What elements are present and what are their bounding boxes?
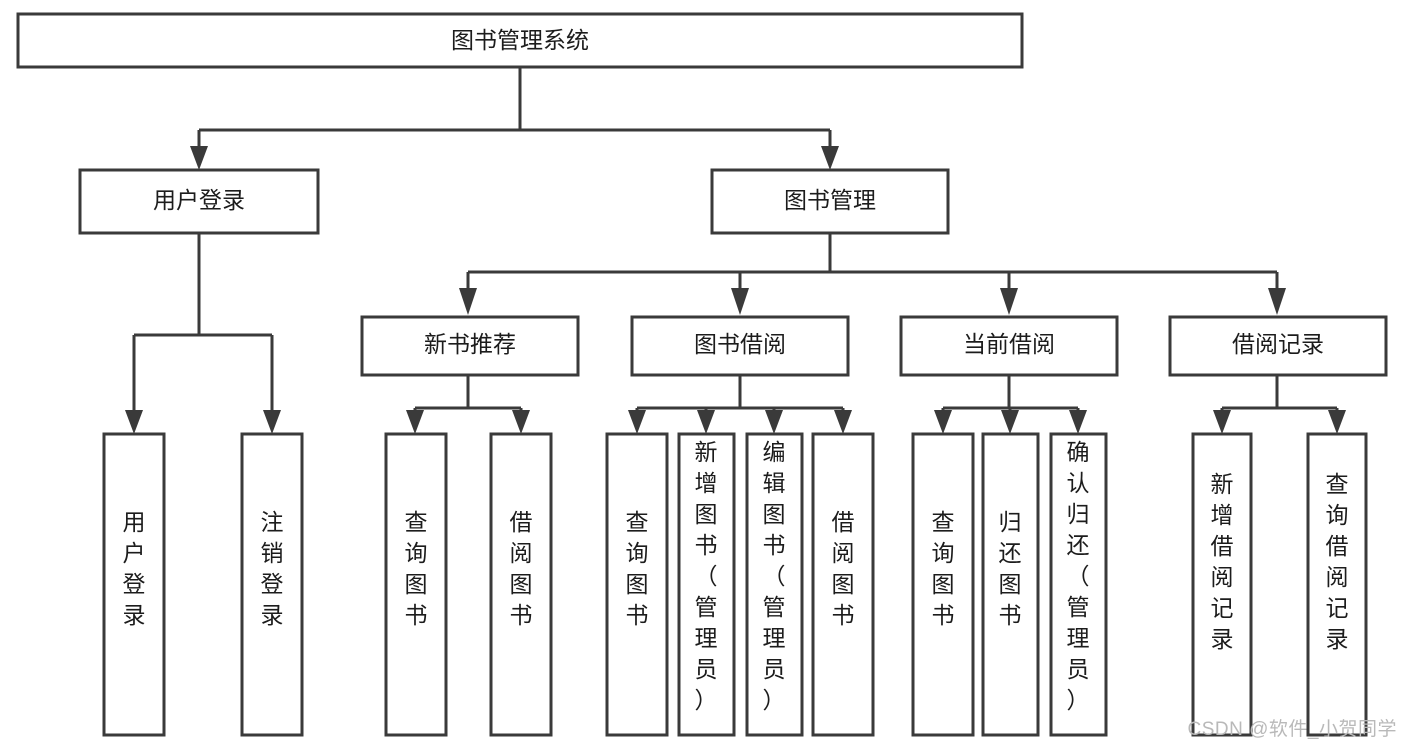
node-leaf-user-login-box[interactable] <box>102 432 166 737</box>
node-leaf-query-book-1[interactable]: 查询图书 <box>384 432 448 737</box>
node-leaf-confirm-return-label: 确认归还（管理员） <box>1067 439 1090 713</box>
node-leaf-query-book-3-label: 查询图书 <box>932 509 955 628</box>
node-leaf-confirm-return[interactable]: 确认归还（管理员） <box>1049 432 1108 737</box>
arrowhead-leaf-confirm-return <box>1069 410 1087 434</box>
node-book-management-box[interactable] <box>710 168 950 235</box>
connector-layer <box>125 67 1346 434</box>
node-leaf-confirm-return-box[interactable] <box>1049 432 1108 737</box>
arrowhead-book-borrow <box>731 288 749 315</box>
arrowhead-leaf-edit-book <box>765 410 783 434</box>
node-leaf-user-logout-box[interactable] <box>240 432 304 737</box>
node-leaf-add-record[interactable]: 新增借阅记录 <box>1191 432 1253 737</box>
node-new-book-recommend[interactable]: 新书推荐 <box>360 315 580 377</box>
arrowhead-leaf-query-record <box>1328 410 1346 434</box>
node-leaf-add-book-box[interactable] <box>677 432 736 737</box>
node-book-management[interactable]: 图书管理 <box>710 168 950 235</box>
node-leaf-query-book-2-box[interactable] <box>605 432 669 737</box>
arrowhead-leaf-query-book-2 <box>628 410 646 434</box>
arrowhead-leaf-query-book-3 <box>934 410 952 434</box>
node-leaf-borrow-book-2[interactable]: 借阅图书 <box>811 432 875 737</box>
arrowhead-borrow-record <box>1268 288 1286 315</box>
arrowhead-current-borrow <box>1000 288 1018 315</box>
node-leaf-borrow-book-1[interactable]: 借阅图书 <box>489 432 553 737</box>
arrowhead-leaf-user-login <box>125 410 143 434</box>
node-leaf-query-book-1-label: 查询图书 <box>405 509 428 628</box>
arrowhead-book-management <box>821 146 839 170</box>
node-leaf-edit-book-label: 编辑图书（管理员） <box>763 439 786 713</box>
arrowhead-leaf-borrow-book-1 <box>512 410 530 434</box>
node-leaf-borrow-book-2-label: 借阅图书 <box>832 509 855 628</box>
node-leaf-borrow-book-2-box[interactable] <box>811 432 875 737</box>
node-leaf-query-record[interactable]: 查询借阅记录 <box>1306 432 1368 737</box>
node-leaf-borrow-book-1-label: 借阅图书 <box>510 509 533 628</box>
arrowhead-leaf-query-book-1 <box>406 410 424 434</box>
node-user-login-box[interactable] <box>78 168 320 235</box>
node-leaf-user-login-label: 用户登录 <box>123 509 146 628</box>
node-leaf-return-book-box[interactable] <box>981 432 1040 737</box>
node-root-label: 图书管理系统 <box>451 27 589 53</box>
node-leaf-add-record-box[interactable] <box>1191 432 1253 737</box>
node-book-borrow-label: 图书借阅 <box>694 331 786 357</box>
node-leaf-user-logout-label: 注销登录 <box>261 509 284 628</box>
node-user-login[interactable]: 用户登录 <box>78 168 320 235</box>
node-leaf-query-record-label: 查询借阅记录 <box>1326 471 1349 652</box>
node-leaf-return-book[interactable]: 归还图书 <box>981 432 1040 737</box>
node-leaf-user-logout[interactable]: 注销登录 <box>240 432 304 737</box>
node-leaf-edit-book-box[interactable] <box>745 432 804 737</box>
node-user-login-label: 用户登录 <box>153 187 245 213</box>
node-new-book-recommend-label: 新书推荐 <box>424 331 516 357</box>
node-leaf-query-book-1-box[interactable] <box>384 432 448 737</box>
node-current-borrow-box[interactable] <box>899 315 1119 377</box>
node-leaf-user-login[interactable]: 用户登录 <box>102 432 166 737</box>
node-leaf-edit-book[interactable]: 编辑图书（管理员） <box>745 432 804 737</box>
arrowhead-leaf-borrow-book-2 <box>834 410 852 434</box>
arrowhead-user-login <box>190 146 208 170</box>
node-leaf-query-book-3[interactable]: 查询图书 <box>911 432 975 737</box>
arrowhead-leaf-add-book <box>697 410 715 434</box>
arrowhead-leaf-add-record <box>1213 410 1231 434</box>
arrowhead-new-book-recommend <box>459 288 477 315</box>
node-book-borrow-box[interactable] <box>630 315 850 377</box>
node-leaf-query-book-2[interactable]: 查询图书 <box>605 432 669 737</box>
node-leaf-return-book-label: 归还图书 <box>999 509 1022 628</box>
node-new-book-recommend-box[interactable] <box>360 315 580 377</box>
node-current-borrow-label: 当前借阅 <box>963 331 1055 357</box>
node-current-borrow[interactable]: 当前借阅 <box>899 315 1119 377</box>
node-leaf-query-record-box[interactable] <box>1306 432 1368 737</box>
node-leaf-add-book[interactable]: 新增图书（管理员） <box>677 432 736 737</box>
node-root-box[interactable] <box>16 12 1024 69</box>
node-leaf-add-record-label: 新增借阅记录 <box>1211 471 1234 652</box>
node-book-management-label: 图书管理 <box>784 187 876 213</box>
node-borrow-record-box[interactable] <box>1168 315 1388 377</box>
node-borrow-record[interactable]: 借阅记录 <box>1168 315 1388 377</box>
node-borrow-record-label: 借阅记录 <box>1232 331 1324 357</box>
arrowhead-leaf-return-book <box>1001 410 1019 434</box>
node-book-borrow[interactable]: 图书借阅 <box>630 315 850 377</box>
arrowhead-leaf-user-logout <box>263 410 281 434</box>
node-leaf-add-book-label: 新增图书（管理员） <box>695 439 718 713</box>
node-leaf-query-book-3-box[interactable] <box>911 432 975 737</box>
node-leaf-borrow-book-1-box[interactable] <box>489 432 553 737</box>
node-root[interactable]: 图书管理系统 <box>16 12 1024 69</box>
node-leaf-query-book-2-label: 查询图书 <box>626 509 649 628</box>
